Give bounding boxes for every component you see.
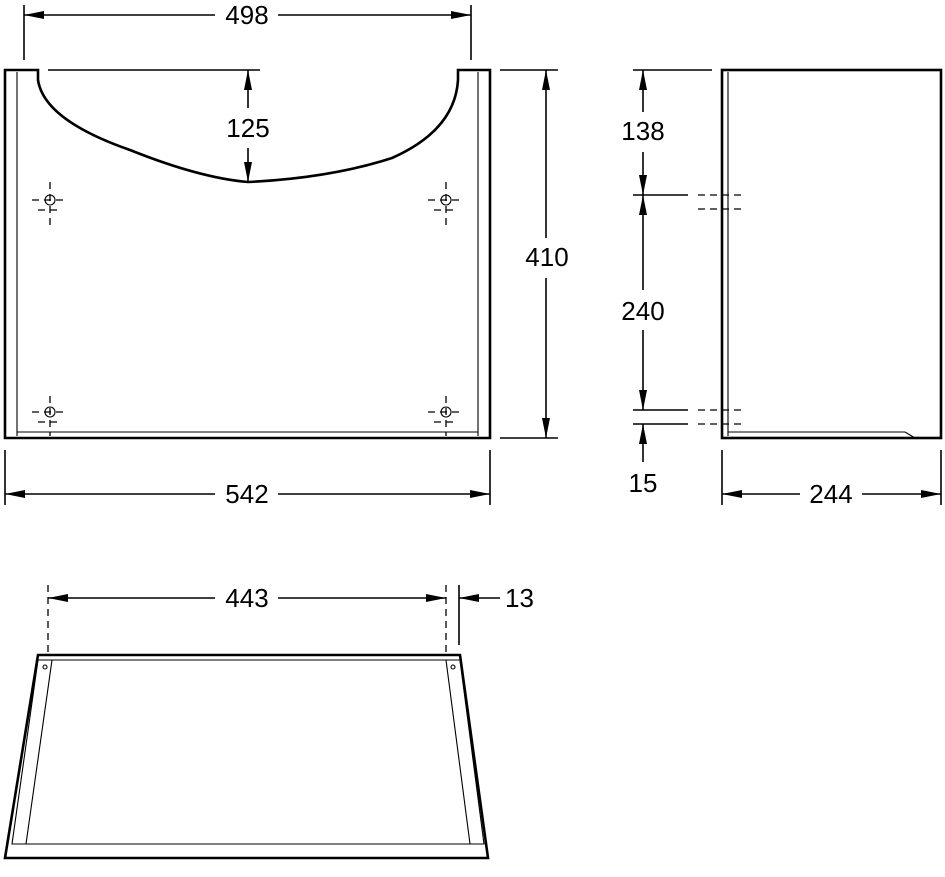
dim-front-top-width: 498	[225, 0, 268, 30]
front-body-outline	[3, 68, 492, 440]
bottom-body-outline	[3, 653, 490, 860]
mounting-hole-top-left	[32, 182, 68, 226]
dim-side-bottom-offset: 15	[629, 468, 658, 498]
dim-side-depth: 244	[809, 479, 852, 509]
dim-side-top-offset: 138	[621, 116, 664, 146]
dim-bottom-edge: 13	[505, 583, 534, 613]
dim-front-height: 410	[525, 242, 568, 272]
bottom-view: 443 13	[3, 583, 534, 860]
dim-side-hole-spacing: 240	[621, 296, 664, 326]
front-view: 498 125 410 542	[3, 0, 569, 509]
mounting-hole-top-right	[428, 182, 464, 226]
dim-front-bottom-width: 542	[225, 479, 268, 509]
mounting-hole-bottom-left	[32, 396, 68, 436]
dim-bottom-inner-width: 443	[225, 583, 268, 613]
dim-front-cutout-depth: 125	[226, 113, 269, 143]
side-body-outline	[720, 68, 943, 440]
side-view: 138 240 15 244	[621, 68, 943, 509]
mounting-hole-bottom-right	[428, 396, 464, 436]
